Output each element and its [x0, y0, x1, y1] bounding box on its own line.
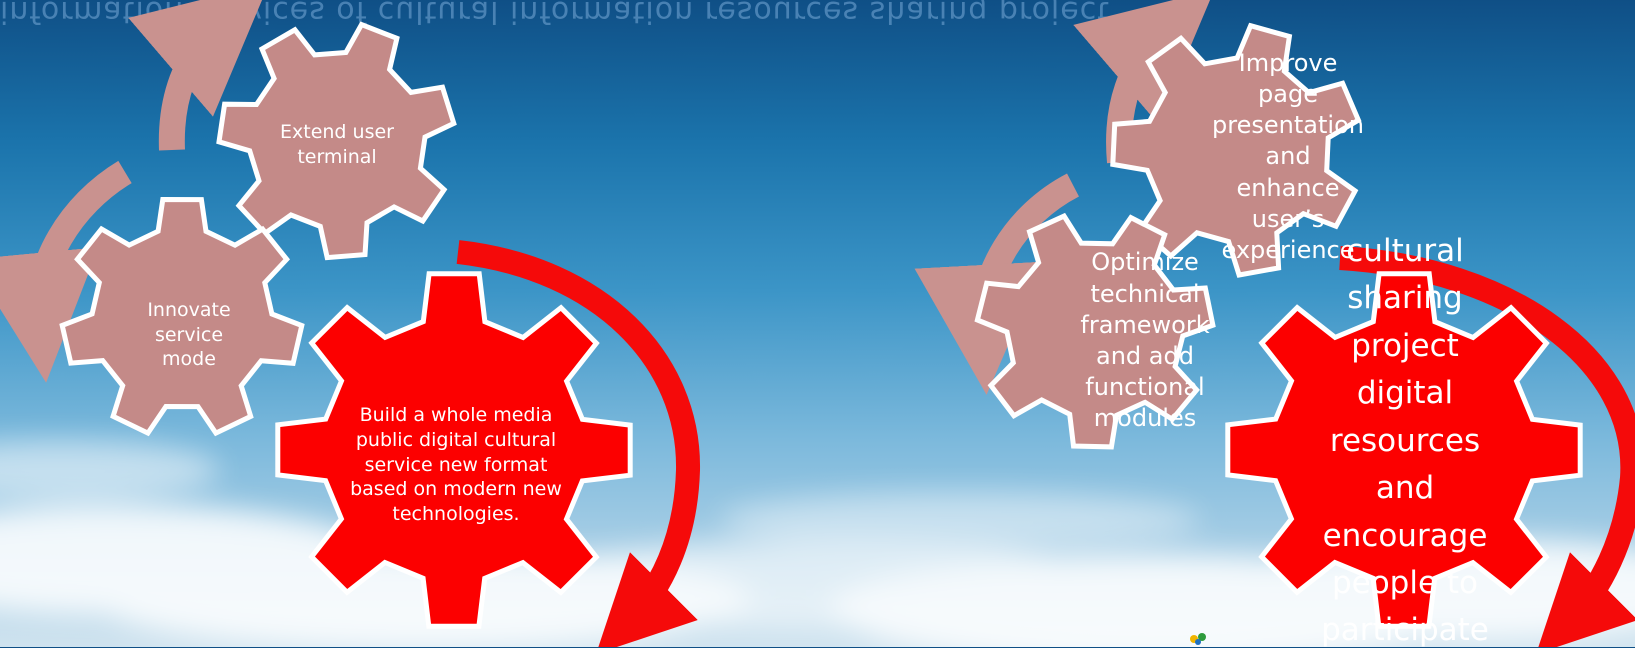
right-gear-top: [1110, 22, 1362, 278]
right-gear-left: [974, 212, 1216, 450]
right-gear-top-label: Improve page presentation and enhance us…: [1212, 48, 1364, 264]
left-gear-left-label: Innovate service mode: [147, 298, 231, 371]
left-gear-left: [59, 196, 305, 437]
left-arrow-down: [0, 160, 132, 383]
left-cycle-diagram: [0, 0, 701, 647]
left-gear-main-label: Build a whole media public digital cultu…: [350, 404, 562, 526]
right-gear-main-label: cultural sharing project digital resourc…: [1321, 233, 1489, 648]
right-gear-main: [1225, 271, 1583, 629]
left-arrow-up: [128, 0, 270, 151]
left-gear-main: [275, 271, 633, 629]
right-cycle-diagram: [914, 0, 1635, 647]
right-arrow-red: [1339, 246, 1635, 647]
left-gear-top: [216, 21, 457, 261]
left-arrow-red: [456, 240, 701, 647]
right-gear-left-label: Optimize technical framework and add fun…: [1080, 248, 1210, 433]
left-gear-top-label: Extend user terminal: [280, 121, 394, 168]
logo-mark-icon: [1190, 633, 1206, 645]
